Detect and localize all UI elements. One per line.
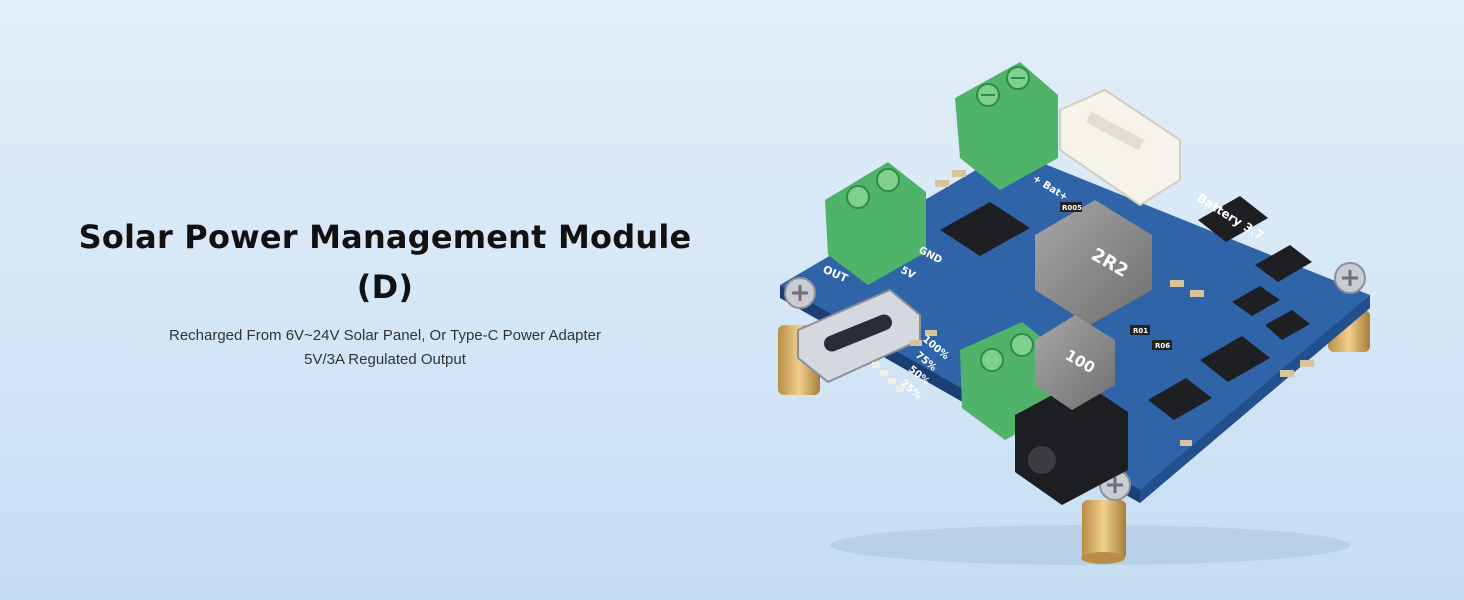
ic-chips	[940, 196, 1312, 420]
product-photo-solar-module: 2R2 100 Battery 3.	[760, 40, 1400, 580]
silk-r01: R01	[1133, 327, 1148, 335]
subtitle-line-charging: Recharged From 6V~24V Solar Panel, Or Ty…	[168, 327, 602, 344]
silk-r005: R005	[1062, 204, 1082, 212]
battery-connector	[1059, 88, 1181, 207]
screw-terminal-top	[955, 62, 1058, 190]
inductor-100: 100	[1035, 315, 1115, 410]
resistor-labels: R005 R01 R06	[1060, 202, 1172, 350]
silk-r06: R06	[1155, 342, 1170, 350]
hero-text-block: Solar Power Management Module (D) Rechar…	[60, 212, 710, 372]
dc-barrel-jack	[1015, 380, 1128, 505]
smd-components	[910, 170, 1314, 446]
product-subtitle: Recharged From 6V~24V Solar Panel, Or Ty…	[60, 324, 710, 372]
product-title: Solar Power Management Module (D)	[78, 218, 692, 306]
subtitle-line-output: 5V/3A Regulated Output	[304, 351, 466, 368]
inductor-2r2: 2R2	[1035, 200, 1152, 325]
screw-terminal-left	[825, 162, 926, 285]
pcb-illustration: 2R2 100 Battery 3.	[778, 62, 1370, 565]
status-leds	[872, 362, 904, 392]
